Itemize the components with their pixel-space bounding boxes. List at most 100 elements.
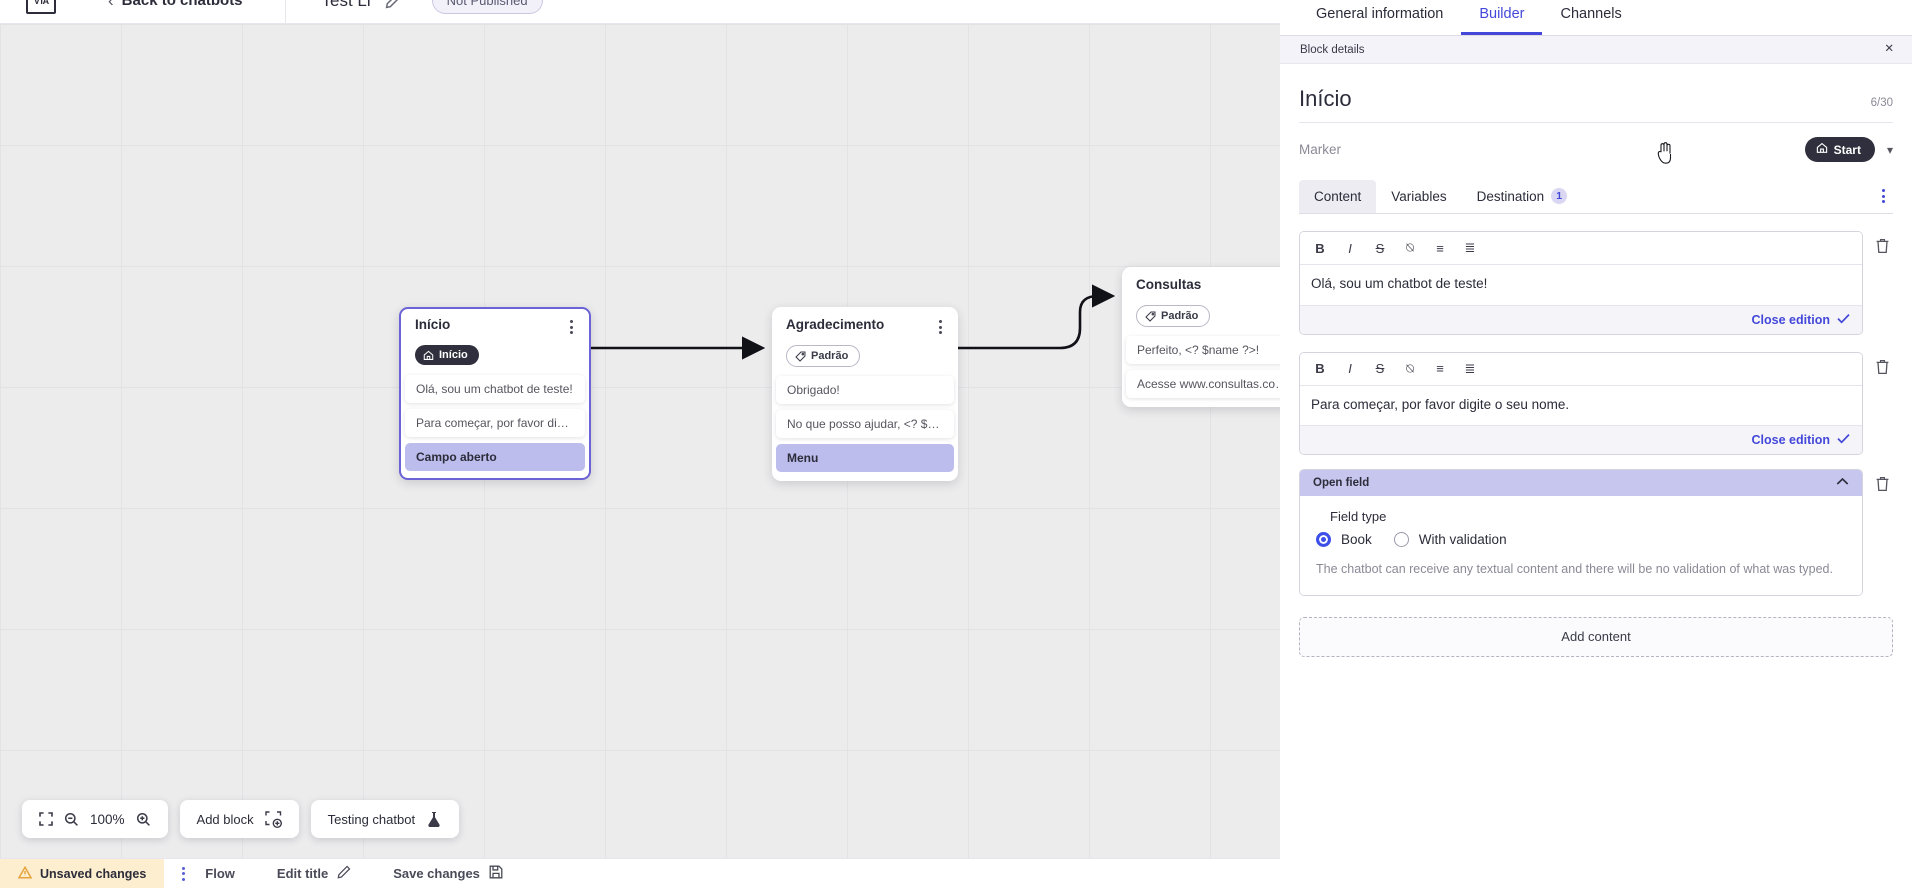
numbered-list-icon[interactable]: ≣ (1464, 240, 1476, 255)
block-row[interactable]: Acesse www.consultas.com par... (1126, 370, 1306, 398)
radio-book-label[interactable]: Book (1341, 532, 1372, 548)
close-icon[interactable]: ✕ (1884, 42, 1894, 55)
add-content-button[interactable]: Add content (1299, 616, 1893, 657)
bold-icon[interactable]: B (1315, 240, 1325, 256)
marker-control: Start ▾ (1804, 137, 1893, 162)
tab-channels[interactable]: Channels (1560, 6, 1622, 22)
block-row[interactable]: No que posso ajudar, <? $name ... (776, 410, 954, 438)
tab-variables[interactable]: Variables (1376, 180, 1461, 213)
flow-button[interactable]: Flow (205, 866, 235, 881)
zoom-control[interactable]: 100% (22, 800, 168, 838)
radio-with-validation-label[interactable]: With validation (1418, 532, 1507, 548)
close-edition-button[interactable]: Close edition (1751, 433, 1830, 448)
editor-text[interactable]: Olá, sou um chatbot de teste! (1311, 276, 1488, 291)
tag-icon (1145, 311, 1156, 322)
editor-text[interactable]: Para começar, por favor digite o seu nom… (1311, 396, 1570, 412)
add-block-label: Add block (196, 811, 254, 827)
close-edition-button[interactable]: Close edition (1751, 312, 1830, 327)
add-block-icon (264, 810, 282, 828)
status-bar-kebab-icon[interactable] (182, 866, 186, 881)
content-tabs: Content Variables Destination 1 (1299, 179, 1893, 214)
chevron-down-icon[interactable]: ▾ (1886, 142, 1893, 157)
block-title: Agradecimento (786, 317, 885, 332)
zoom-out-icon[interactable] (64, 812, 79, 827)
bullet-list-icon[interactable]: ≡ (1436, 240, 1444, 256)
block-row[interactable]: Para começar, por favor digite o ... (405, 408, 585, 437)
edit-title-label: Edit title (276, 866, 329, 881)
edit-title-button[interactable]: Edit title (277, 865, 351, 882)
tab-builder[interactable]: Builder (1461, 6, 1543, 35)
radio-book[interactable] (1316, 532, 1331, 548)
delete-editor-icon[interactable] (1871, 235, 1893, 257)
editor-block: B I S ⍉ ≡ ≣ Olá, sou um chatbot de teste! Close… (1299, 231, 1893, 335)
strikethrough-icon[interactable]: S (1375, 361, 1385, 377)
block-rows: Olá, sou um chatbot de teste! Para começa… (401, 374, 589, 471)
block-tag: Padrão (786, 345, 861, 367)
bold-icon[interactable]: B (1315, 361, 1325, 377)
save-changes-label: Save changes (393, 866, 480, 881)
pencil-icon[interactable] (385, 0, 402, 9)
home-icon (1816, 142, 1828, 157)
block-title-row: Início 6/30 (1299, 64, 1893, 123)
link-icon[interactable]: ⍉ (1406, 240, 1414, 255)
panel-body: Início 6/30 Marker Start ▾ (1280, 64, 1912, 888)
block-kebab-icon[interactable] (936, 318, 945, 336)
fit-screen-icon[interactable] (39, 812, 53, 826)
zoom-level: 100% (90, 811, 125, 827)
bullet-list-icon[interactable]: ≡ (1436, 361, 1444, 377)
open-field-help-text: The chatbot can receive any textual cont… (1316, 562, 1833, 577)
panel-top-tabs: General information Builder Channels (1280, 0, 1912, 36)
testing-chatbot-button[interactable]: Testing chatbot (310, 800, 460, 838)
editor-block: B I S ⍉ ≡ ≣ Para começar, por favor digite o s… (1299, 351, 1893, 456)
block-row[interactable]: Obrigado! (776, 376, 954, 404)
block-tag-label: Padrão (1161, 310, 1199, 322)
marker-value: Start (1833, 142, 1861, 157)
delete-open-field-icon[interactable] (1871, 473, 1893, 495)
block-tag: Padrão (1136, 305, 1211, 327)
link-icon[interactable]: ⍉ (1406, 360, 1414, 376)
tab-content[interactable]: Content (1299, 180, 1377, 213)
editors-list: B I S ⍉ ≡ ≣ Olá, sou um chatbot de teste! Close… (1299, 231, 1893, 456)
flow-label: Flow (205, 866, 235, 881)
block-row[interactable]: Menu (776, 444, 954, 472)
chevron-up-icon[interactable] (1836, 477, 1849, 489)
tab-destination-label: Destination (1476, 188, 1545, 204)
marker-start-badge[interactable]: Start (1804, 137, 1875, 162)
editor-toolbar: B I S ⍉ ≡ ≣ (1300, 232, 1862, 265)
back-to-chatbots-link[interactable]: ‹ Back to chatbots (108, 0, 243, 11)
rich-text-editor: B I S ⍉ ≡ ≣ Olá, sou um chatbot de teste! Close… (1299, 231, 1863, 335)
right-panel: General information Builder Channels Blo… (1280, 0, 1912, 888)
add-block-button[interactable]: Add block (179, 800, 299, 838)
block-title: Consultas (1136, 277, 1202, 292)
open-field-header[interactable]: Open field (1300, 470, 1862, 497)
tab-destination[interactable]: Destination 1 (1462, 179, 1583, 213)
header-divider (284, 0, 286, 24)
unsaved-changes-label: Unsaved changes (40, 866, 147, 881)
strikethrough-icon[interactable]: S (1375, 240, 1385, 256)
numbered-list-icon[interactable]: ≣ (1464, 360, 1476, 376)
block-title: Início (415, 317, 451, 332)
app-logo-icon[interactable]: VTA (26, 0, 56, 14)
rich-text-editor: B I S ⍉ ≡ ≣ Para começar, por favor digite o s… (1299, 351, 1863, 456)
block-kebab-icon[interactable] (567, 318, 576, 336)
block-row[interactable]: Olá, sou um chatbot de teste! (405, 374, 585, 403)
block-tag-label: Início (439, 349, 468, 361)
zoom-in-icon[interactable] (136, 812, 151, 827)
block-details-bar: Block details ✕ (1280, 36, 1912, 64)
save-icon (489, 865, 503, 882)
chatbot-name: Test Li (321, 0, 371, 10)
save-changes-button[interactable]: Save changes (393, 865, 503, 882)
block-row[interactable]: Campo aberto (405, 442, 585, 471)
open-field-card: Open field Field type Book (1299, 469, 1863, 596)
tab-general-information[interactable]: General information (1316, 6, 1444, 22)
block-row[interactable]: Perfeito, <? $name ?>! (1126, 336, 1306, 364)
delete-editor-icon[interactable] (1871, 356, 1893, 378)
radio-with-validation[interactable] (1393, 532, 1409, 548)
content-overflow-kebab-icon[interactable] (1874, 179, 1893, 213)
destination-count-badge: 1 (1551, 188, 1568, 204)
italic-icon[interactable]: I (1348, 240, 1352, 256)
italic-icon[interactable]: I (1348, 361, 1352, 377)
